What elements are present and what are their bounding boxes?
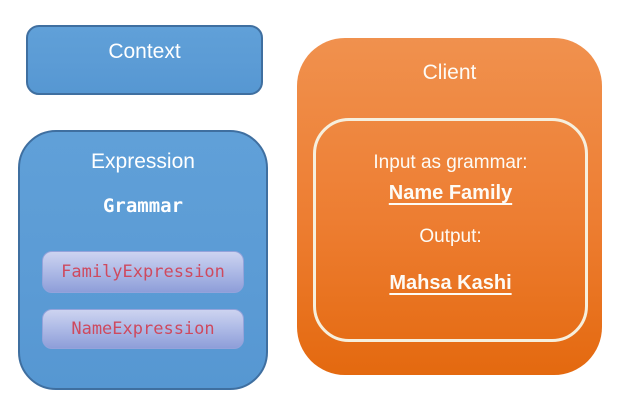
- context-box: Context: [26, 25, 263, 95]
- client-io-panel: Input as grammar: Name Family Output: Ma…: [313, 118, 588, 342]
- input-value: Name Family: [388, 182, 513, 204]
- name-expression-box: NameExpression: [42, 309, 244, 349]
- grammar-label: Grammar: [102, 195, 184, 217]
- client-box-title: Client: [422, 61, 477, 84]
- output-label: Output:: [419, 226, 482, 247]
- family-expression-label: FamilyExpression: [61, 262, 225, 282]
- family-expression-box: FamilyExpression: [42, 251, 244, 293]
- output-value: Mahsa Kashi: [389, 272, 512, 294]
- context-box-label: Context: [108, 40, 181, 63]
- client-box: Client Input as grammar: Name Family Out…: [297, 38, 602, 375]
- input-label: Input as grammar:: [373, 152, 528, 173]
- expression-box-title: Expression: [91, 150, 195, 173]
- name-expression-label: NameExpression: [71, 319, 215, 339]
- expression-box: Expression Grammar FamilyExpression Name…: [18, 130, 268, 390]
